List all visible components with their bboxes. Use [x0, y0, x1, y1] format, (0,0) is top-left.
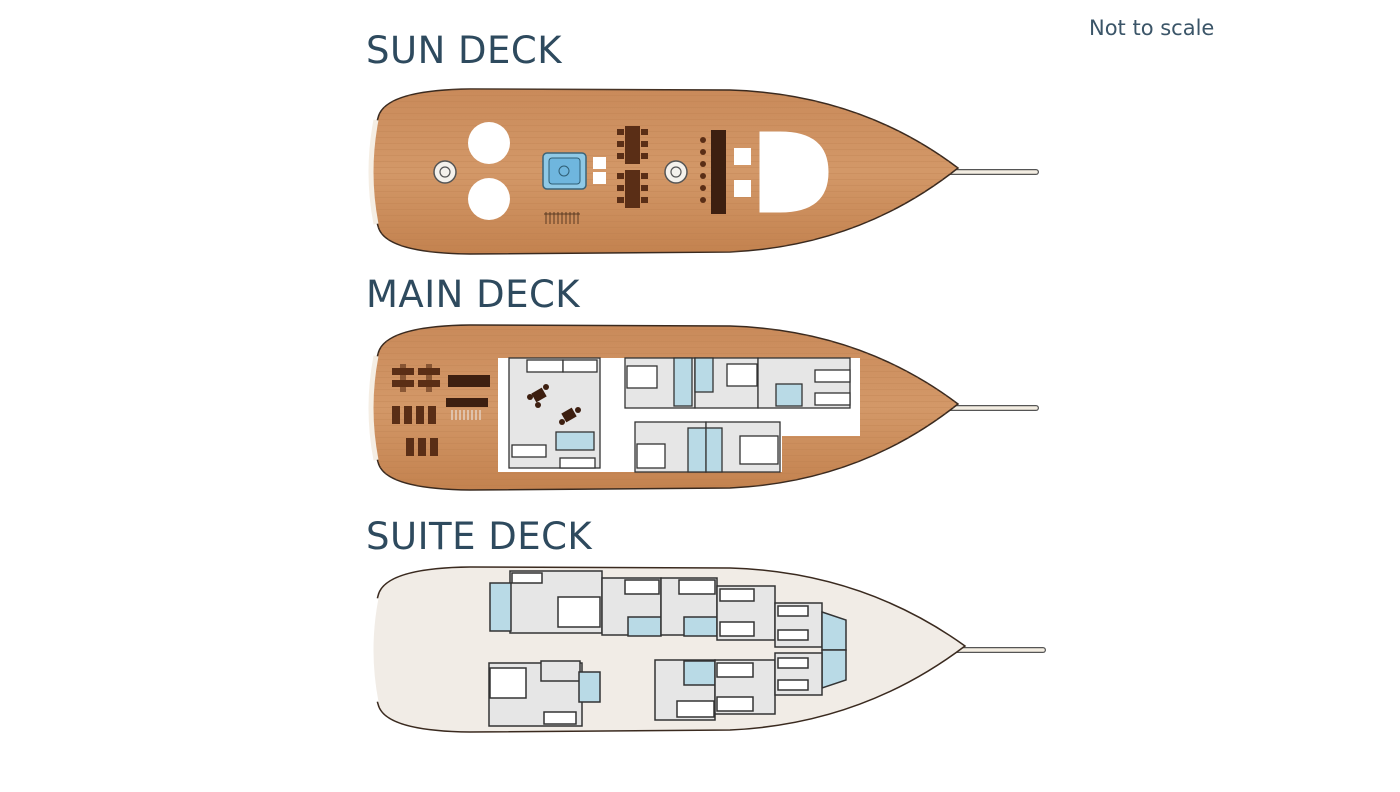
- aft-lounge-chairs: [392, 364, 440, 456]
- stairs-icon: [544, 212, 580, 224]
- stool: [593, 172, 606, 184]
- life-ring-icon: [433, 160, 457, 184]
- not-to-scale-note: Not to scale: [1089, 16, 1215, 40]
- skylight-circle: [468, 178, 510, 220]
- suite-deck-plan: [368, 566, 1046, 733]
- stairs-icon: [451, 410, 481, 420]
- sofa: [446, 398, 488, 407]
- saloon: [508, 357, 601, 469]
- sofa: [448, 375, 490, 387]
- sun-deck-title: SUN DECK: [366, 29, 562, 72]
- main-deck-plan: [368, 324, 1039, 491]
- jacuzzi-icon: [542, 152, 587, 190]
- main-deck-title: MAIN DECK: [366, 273, 581, 316]
- stool: [593, 157, 606, 169]
- skylight-circle: [468, 122, 510, 164]
- side-table: [734, 148, 751, 165]
- bar-counter: [711, 130, 726, 214]
- sun-deck-plan: [368, 88, 1039, 255]
- wheelhouse: [760, 132, 828, 212]
- saloon-tables: [527, 384, 581, 425]
- life-ring-icon: [664, 160, 688, 184]
- main-deck-cabins: [624, 357, 851, 473]
- side-table: [734, 180, 751, 197]
- suite-deck-title: SUITE DECK: [366, 515, 593, 558]
- dining-table: [617, 126, 648, 208]
- bar-stools: [700, 137, 706, 203]
- suite-deck-cabins: [488, 570, 847, 727]
